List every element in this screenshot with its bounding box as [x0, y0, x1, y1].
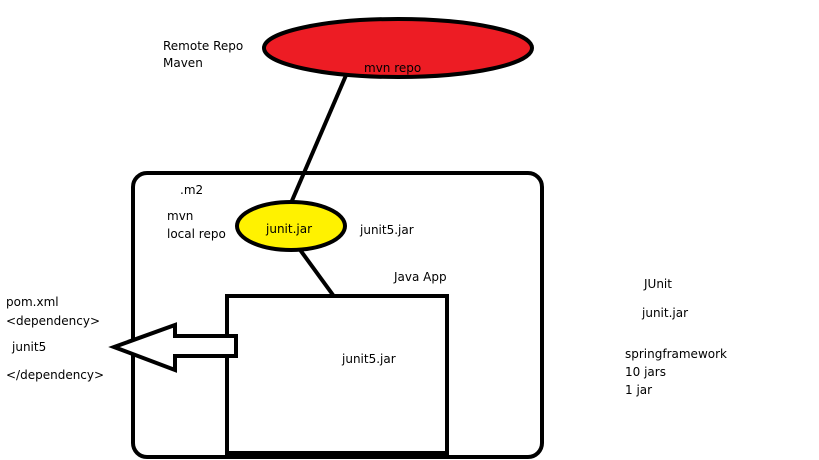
remote-repo-node-label: mvn repo [364, 61, 421, 75]
dependency-arrow [108, 322, 238, 373]
remote-to-local-connector [289, 72, 349, 204]
local-repo-side-label: junit5.jar [359, 223, 414, 237]
java-app-label: Java App [393, 270, 447, 284]
remote-repo-label: Remote Repo [163, 39, 243, 53]
java-app-box [225, 294, 449, 455]
local-repo-node [235, 200, 347, 252]
pom-dependency-name: junit5 [11, 340, 46, 354]
java-app-content-label: junit5.jar [341, 352, 396, 366]
local-machine-container [131, 171, 544, 459]
pom-dependency-open: <dependency> [6, 314, 100, 328]
local-repo-type-label: local repo [167, 227, 226, 241]
junit-jar-label: junit.jar [641, 306, 688, 320]
m2-folder-label: .m2 [180, 183, 203, 197]
remote-repo-type-label: Maven [163, 56, 203, 70]
spring-jars-count: 10 jars [625, 365, 666, 379]
local-repo-node-label: junit.jar [265, 222, 312, 236]
spring-jar-single: 1 jar [625, 383, 652, 397]
pom-file-label: pom.xml [6, 295, 59, 309]
junit-title: JUnit [643, 277, 672, 291]
pom-dependency-close: </dependency> [6, 368, 104, 382]
remote-repo-node [262, 17, 534, 79]
local-repo-label: mvn [167, 209, 193, 223]
local-to-app-connector [296, 245, 335, 297]
spring-label: springframework [625, 347, 727, 361]
